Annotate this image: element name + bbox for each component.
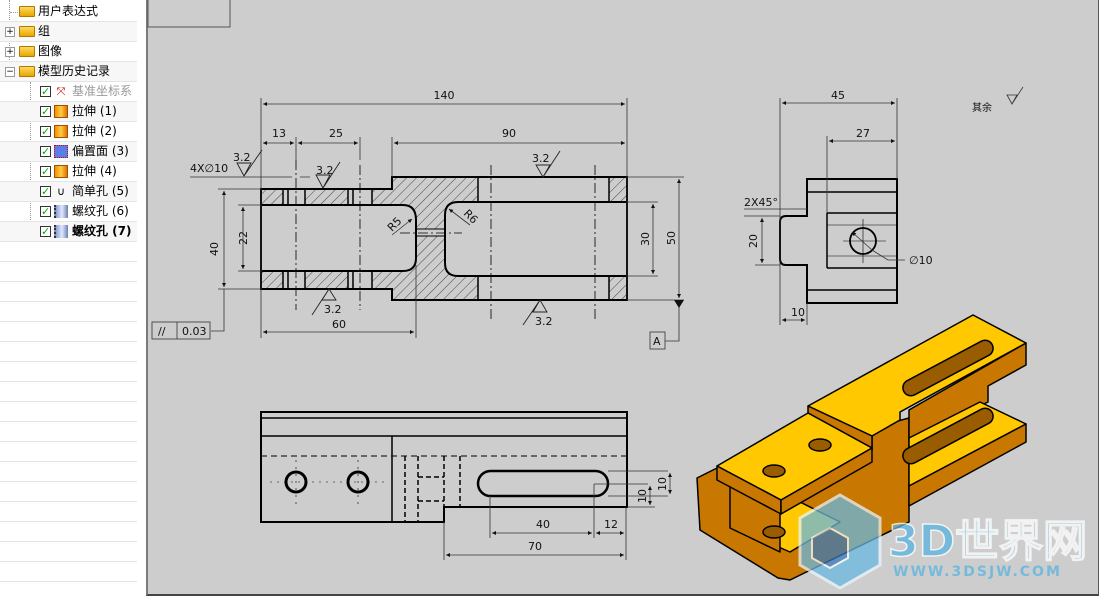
tree-item-user-expressions[interactable]: 用户表达式 [0,2,137,22]
front-section-view [151,98,684,350]
expand-icon[interactable]: + [5,27,15,37]
dim-40: 40 [208,242,221,256]
tolerance-value: 0.03 [182,325,207,338]
folder-icon [19,46,35,57]
offset-face-icon [54,145,68,158]
bottom-view-labels: 40 12 70 10 10 [528,477,669,553]
front-view-labels: 140 13 25 90 4X∅10 3.2 3.2 3.2 3.2 3.2 R… [158,89,678,348]
dim-90: 90 [502,127,516,140]
tree-item-extrude-1[interactable]: ✓ 拉伸 (1) [0,102,137,122]
general-roughness-note: 其余 [972,101,992,114]
visibility-checkbox[interactable]: ✓ [40,145,51,158]
empty-row [0,282,137,302]
tree-item-extrude-2[interactable]: ✓ 拉伸 (2) [0,122,137,142]
empty-row [0,502,137,522]
visibility-checkbox[interactable]: ✓ [40,205,51,218]
radius-r6: R6 [461,207,481,227]
dim-10: 10 [791,306,805,319]
dim-13: 13 [272,127,286,140]
roughness-value: 3.2 [233,151,251,164]
extrude-icon [54,165,68,178]
folder-icon [19,66,35,77]
watermark-url: WWW.3DSJW.COM [893,564,1062,580]
empty-row [0,462,137,482]
dim-60: 60 [332,318,346,331]
tree-item-datum-csys[interactable]: ✓ ⤧ 基准坐标系 [0,82,137,102]
dim-50: 50 [665,231,678,245]
empty-row [0,242,137,262]
roughness-value: 3.2 [532,152,550,165]
empty-row [0,442,137,462]
dim-140: 140 [434,89,455,102]
side-view-labels: 45 27 2X45° 20 10 ∅10 其余 [744,89,992,319]
threaded-hole-icon [54,205,68,218]
tree-item-model-history[interactable]: − 模型历史记录 [0,62,137,82]
dim-45: 45 [831,89,845,102]
datum-label: A [653,335,661,348]
expand-icon[interactable]: + [5,47,15,57]
tree-item-offset-face-3[interactable]: ✓ 偏置面 (3) [0,142,137,162]
empty-row [0,562,137,582]
side-view [744,86,1024,325]
visibility-checkbox[interactable]: ✓ [40,85,51,98]
empty-row [0,542,137,562]
simple-hole-icon: ∪ [56,185,66,198]
title-block [147,0,231,28]
empty-row [0,362,137,382]
bottom-view [260,411,672,560]
dim-30: 30 [639,232,652,246]
dim-40: 40 [536,518,550,531]
visibility-checkbox[interactable]: ✓ [40,165,51,178]
tree-item-images[interactable]: + 图像 [0,42,137,62]
visibility-checkbox[interactable]: ✓ [40,105,51,118]
extrude-icon [54,105,68,118]
datum-csys-icon: ⤧ [56,85,66,98]
chamfer-callout: 2X45° [744,196,778,209]
roughness-value: 3.2 [324,303,342,316]
empty-row [0,482,137,502]
collapse-icon[interactable]: − [5,67,15,77]
visibility-checkbox[interactable]: ✓ [40,125,51,138]
empty-row [0,262,137,282]
empty-row [0,382,137,402]
watermark-title: 3D世界网 [888,516,1087,567]
dim-27: 27 [856,127,870,140]
tree-item-simple-hole-5[interactable]: ✓ ∪ 简单孔 (5) [0,182,137,202]
part-navigator-tree: 用户表达式 + 组 + 图像 − 模型历史记录 ✓ ⤧ 基准坐标系 ✓ 拉伸 (… [0,0,137,596]
watermark-logo: 3D世界网 WWW.3DSJW.COM [798,493,1088,590]
dim-20: 20 [747,234,760,248]
tree-item-groups[interactable]: + 组 [0,22,137,42]
folder-icon [19,26,35,37]
empty-row [0,342,137,362]
tree-item-extrude-4[interactable]: ✓ 拉伸 (4) [0,162,137,182]
empty-row [0,402,137,422]
roughness-value: 3.2 [316,164,334,177]
dim-10: 10 [636,489,649,503]
dim-70: 70 [528,540,542,553]
extrude-icon [54,125,68,138]
tree-item-threaded-hole-6[interactable]: ✓ 螺纹孔 (6) [0,202,137,222]
empty-row [0,322,137,342]
visibility-checkbox[interactable]: ✓ [40,225,51,238]
isometric-3d-model [696,314,1027,581]
dim-25: 25 [329,127,343,140]
roughness-value: 3.2 [535,315,553,328]
radius-r5: R5 [385,215,405,235]
dim-12: 12 [604,518,618,531]
tree-item-threaded-hole-7[interactable]: ✓ 螺纹孔 (7) [0,222,137,242]
empty-row [0,302,137,322]
dim-22: 22 [237,231,250,245]
visibility-checkbox[interactable]: ✓ [40,185,51,198]
empty-row [0,522,137,542]
hole-callout: 4X∅10 [190,162,228,175]
expression-icon [19,6,35,17]
dim-10: 10 [656,477,669,491]
threaded-hole-icon [54,225,68,238]
tolerance-symbol: // [158,325,166,338]
empty-row [0,422,137,442]
diameter-callout: ∅10 [909,254,933,267]
panel-splitter[interactable] [137,0,146,596]
